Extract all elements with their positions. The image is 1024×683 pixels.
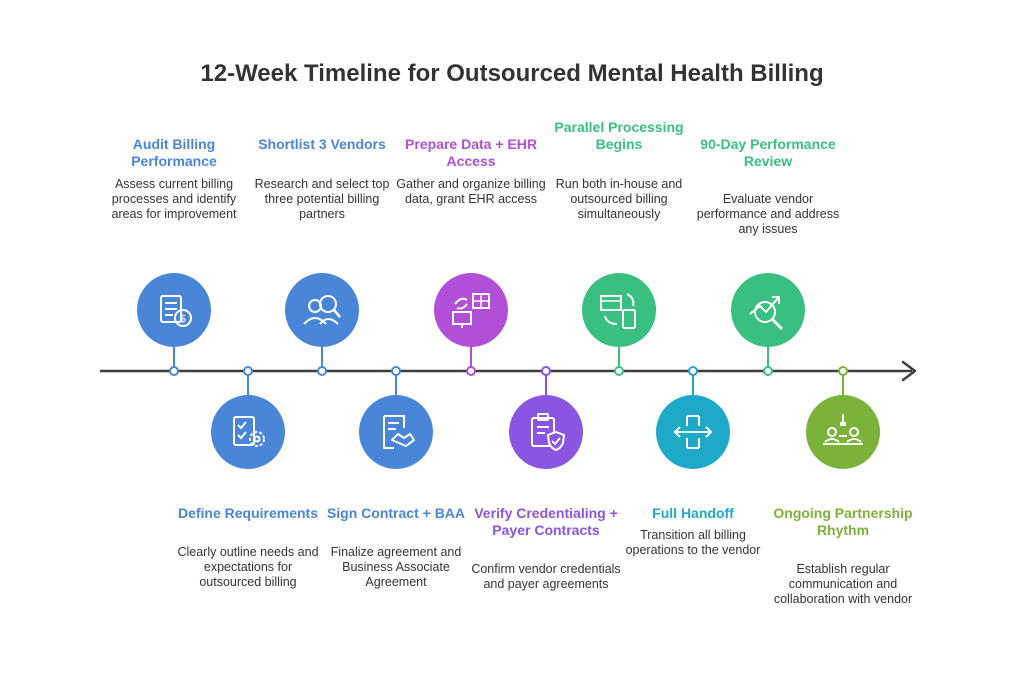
milestone-heading: 90-Day Performance Review: [700, 136, 836, 169]
milestone-3: [285, 273, 359, 376]
milestone-9: [731, 273, 805, 376]
clipboard-shield-icon: [531, 413, 566, 452]
timeline-node: [169, 366, 179, 376]
milestone-heading: Ongoing Partnership Rhythm: [773, 505, 913, 538]
milestone-description: Research and select top three potential …: [254, 177, 390, 221]
timeline-node: [838, 366, 848, 376]
milestone-7: [582, 273, 656, 376]
milestone-circle: [211, 395, 285, 469]
milestone-description: Establish regular communication and coll…: [773, 562, 913, 606]
vendor-search-icon: [303, 295, 341, 325]
milestone-description: Gather and organize billing data, grant …: [396, 177, 546, 206]
timeline-node: [317, 366, 327, 376]
milestone-description: Run both in-house and outsourced billing…: [555, 177, 683, 221]
milestone-description: Clearly outline needs and expectations f…: [177, 545, 319, 589]
milestone-heading: Audit Billing Performance: [131, 136, 217, 169]
milestone-8: [656, 366, 730, 469]
svg-text:$: $: [180, 312, 187, 325]
requirements-checklist-icon: [233, 416, 265, 447]
milestone-description: Transition all billing operations to the…: [625, 528, 761, 557]
transfer-arrows-icon: [673, 415, 713, 449]
contract-handshake-icon: [383, 415, 415, 449]
milestone-circle: [806, 395, 880, 469]
milestone-heading: Sign Contract + BAA: [326, 505, 466, 521]
milestone-heading: Full Handoff: [652, 505, 734, 521]
milestone-description: Finalize agreement and Business Associat…: [330, 545, 462, 589]
timeline-node: [391, 366, 401, 376]
timeline-node: [688, 366, 698, 376]
timeline-node: [243, 366, 253, 376]
milestone-2: [211, 366, 285, 469]
timeline-arrowhead-icon: [901, 360, 917, 382]
milestone-6: [509, 366, 583, 469]
milestone-heading: Define Requirements: [177, 505, 319, 521]
milestone-heading: Prepare Data + EHR Access: [405, 136, 537, 169]
milestone-4: [359, 366, 433, 469]
performance-chart-icon: [749, 296, 784, 331]
milestone-1: $: [137, 273, 211, 376]
milestone-circle: [434, 273, 508, 347]
data-sync-icon: [452, 293, 490, 328]
page-title: 12-Week Timeline for Outsourced Mental H…: [200, 60, 824, 87]
billing-audit-icon: $: [160, 295, 192, 327]
timeline-node: [466, 366, 476, 376]
milestone-circle: [509, 395, 583, 469]
milestone-heading: Verify Credentialing + Payer Contracts: [474, 505, 618, 538]
milestone-heading: Shortlist 3 Vendors: [258, 136, 386, 152]
milestone-heading: Parallel Processing Begins: [554, 119, 684, 152]
milestone-description: Assess current billing processes and ide…: [111, 177, 237, 221]
milestone-description: Evaluate vendor performance and address …: [696, 192, 840, 236]
team-meeting-icon: [823, 414, 863, 445]
timeline-node: [763, 366, 773, 376]
timeline-node: [541, 366, 551, 376]
milestone-circle: [359, 395, 433, 469]
milestone-10: [806, 366, 880, 469]
parallel-devices-icon: [600, 293, 636, 329]
timeline-node: [614, 366, 624, 376]
milestone-5: [434, 273, 508, 376]
milestone-description: Confirm vendor credentials and payer agr…: [471, 562, 621, 591]
